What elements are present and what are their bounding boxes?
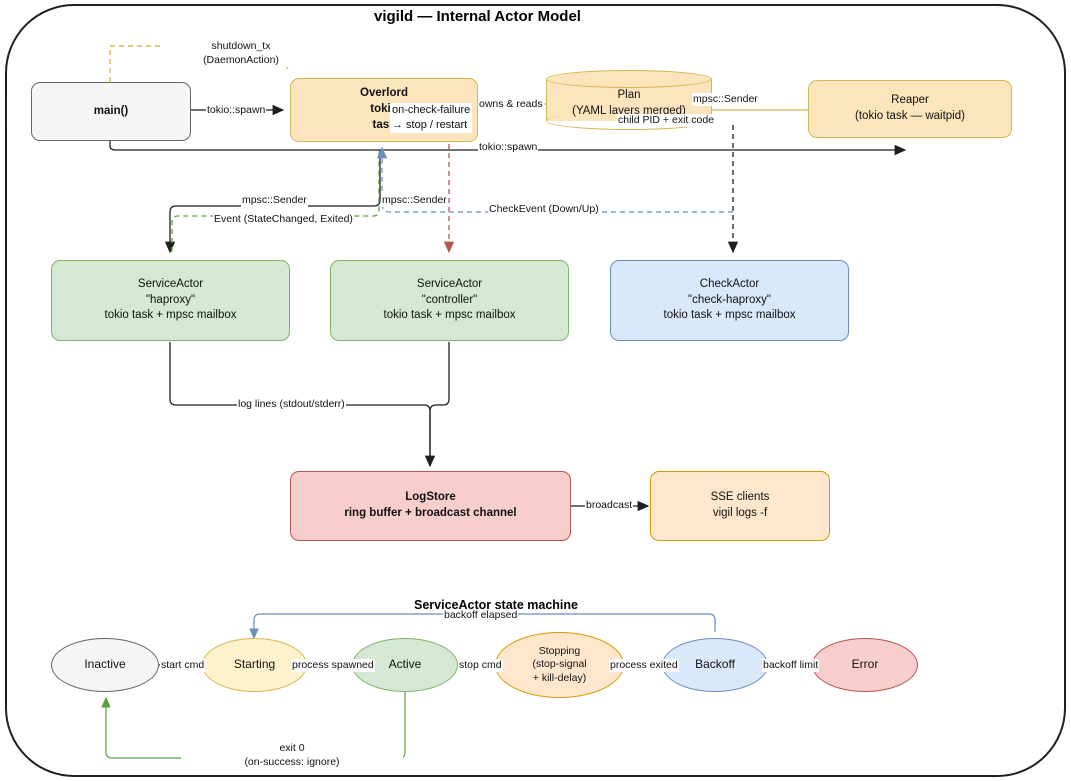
state-inactive-label: Inactive [84, 657, 126, 672]
state-active-label: Active [388, 657, 422, 672]
node-main-label: main() [93, 104, 129, 117]
check-actor-title: CheckActor [699, 277, 760, 290]
node-main[interactable]: main() [31, 82, 191, 141]
service-controller-title: ServiceActor [416, 277, 483, 290]
node-reaper-subtitle: (tokio task — waitpid) [855, 110, 965, 122]
edge-label-log-lines: log lines (stdout/stderr) [237, 398, 346, 412]
sse-clients-detail: vigil logs -f [712, 507, 768, 519]
state-backoff[interactable]: Backoff [662, 638, 768, 692]
service-haproxy-name: "haproxy" [145, 293, 196, 306]
logstore-detail: ring buffer + broadcast channel [344, 507, 517, 519]
state-stopping-sub1: (stop-signal [532, 658, 587, 671]
node-overlord-line3: task [372, 118, 396, 131]
exit-zero-line1: exit 0 [279, 742, 305, 754]
transition-stop-cmd: stop cmd [458, 659, 503, 673]
edge-label-child-pid-exit-code: child PID + exit code [617, 114, 716, 128]
edge-label-shutdown-tx: shutdown_tx (DaemonAction) [160, 40, 322, 68]
shutdown-tx-line2: (DaemonAction) [203, 53, 279, 66]
node-logstore[interactable]: LogStore ring buffer + broadcast channel [290, 471, 571, 541]
exit-zero-line2: (on-success: ignore) [244, 755, 340, 768]
overlord-note-line1: on-check-failure [392, 104, 471, 116]
transition-process-spawned: process spawned [291, 659, 375, 673]
node-service-actor-haproxy[interactable]: ServiceActor "haproxy" tokio task + mpsc… [51, 260, 290, 341]
state-stopping-sub2: + kill-delay) [532, 671, 587, 684]
state-starting[interactable]: Starting [202, 638, 307, 692]
transition-backoff-limit: backoff limit [762, 659, 820, 673]
outer-frame [5, 4, 1066, 777]
edge-label-mpsc-sender-right: mpsc::Sender [381, 194, 448, 208]
edge-label-broadcast: broadcast [585, 499, 634, 513]
transition-start-cmd: start cmd [160, 659, 206, 673]
edge-label-owns-and-reads: owns & reads [478, 98, 544, 112]
node-service-actor-controller[interactable]: ServiceActor "controller" tokio task + m… [330, 260, 569, 341]
transition-backoff-elapsed: backoff elapsed [443, 609, 519, 623]
state-error-label: Error [851, 657, 879, 672]
edge-label-mpsc-sender-reaper: mpsc::Sender [692, 93, 759, 107]
transition-process-exited: process exited [609, 659, 679, 673]
edge-controller-to-logstore [429, 342, 450, 466]
node-reaper-title: Reaper [891, 94, 929, 107]
service-haproxy-detail: tokio task + mpsc mailbox [104, 309, 237, 322]
service-controller-name: "controller" [421, 293, 478, 306]
page-title: vigild — Internal Actor Model [374, 8, 581, 25]
edge-label-check-event: CheckEvent (Down/Up) [488, 203, 600, 217]
transition-exit-zero: exit 0 (on-success: ignore) [181, 742, 403, 770]
edge-label-tokio-spawn-reaper: tokio::spawn [478, 141, 539, 155]
service-controller-detail: tokio task + mpsc mailbox [383, 309, 516, 322]
node-overlord-title: Overlord [360, 87, 408, 100]
node-reaper[interactable]: Reaper (tokio task — waitpid) [808, 80, 1012, 138]
state-backoff-label: Backoff [695, 657, 735, 672]
logstore-title: LogStore [405, 491, 456, 504]
edge-shutdown-tx [109, 45, 293, 82]
state-starting-label: Starting [233, 657, 276, 672]
overlord-note-line2: → stop / restart [392, 118, 468, 131]
edge-main-bottom-bus [109, 141, 907, 156]
state-stopping[interactable]: Stopping (stop-signal + kill-delay) [495, 632, 624, 698]
state-inactive[interactable]: Inactive [51, 638, 159, 692]
check-actor-detail: tokio task + mpsc mailbox [663, 309, 796, 322]
service-haproxy-title: ServiceActor [137, 277, 204, 290]
edge-label-mpsc-sender-left: mpsc::Sender [241, 194, 308, 208]
edge-label-tokio-spawn-main: tokio::spawn [206, 104, 267, 118]
overlord-check-failure-note: on-check-failure → stop / restart [390, 103, 473, 133]
edge-label-event-statechanged: Event (StateChanged, Exited) [213, 213, 354, 227]
sse-clients-title: SSE clients [710, 491, 770, 504]
check-actor-name: "check-haproxy" [688, 293, 771, 306]
state-stopping-label: Stopping [538, 644, 581, 657]
node-sse-clients[interactable]: SSE clients vigil logs -f [650, 471, 830, 541]
node-check-actor[interactable]: CheckActor "check-haproxy" tokio task + … [610, 260, 849, 341]
state-machine-title: ServiceActor state machine [414, 598, 578, 612]
node-plan-title: Plan [617, 88, 641, 101]
plan-cylinder-top [546, 70, 712, 88]
state-error[interactable]: Error [812, 638, 918, 692]
shutdown-tx-line1: shutdown_tx [211, 40, 271, 52]
